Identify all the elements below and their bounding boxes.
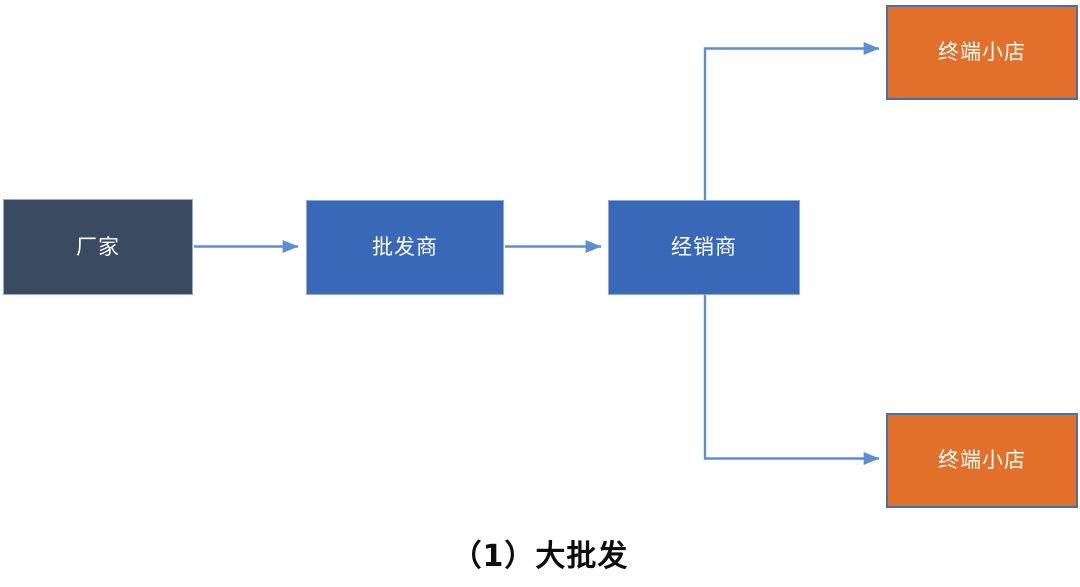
node-retail-shop-bottom-label: 终端小店 [938, 448, 1026, 472]
node-wholesaler-label: 批发商 [372, 235, 438, 259]
node-manufacturer-label: 厂家 [76, 234, 120, 259]
node-distributor-label: 经销商 [671, 235, 737, 259]
node-wholesaler[interactable]: 批发商 [306, 200, 504, 295]
node-manufacturer[interactable]: 厂家 [3, 199, 193, 295]
node-distributor[interactable]: 经销商 [608, 200, 800, 295]
node-retail-shop-bottom[interactable]: 终端小店 [886, 413, 1078, 508]
edge-distributor-to-shop-bottom [703, 295, 880, 465]
node-retail-shop-top-label: 终端小店 [938, 40, 1026, 64]
node-retail-shop-top[interactable]: 终端小店 [886, 5, 1078, 100]
edge-distributor-to-shop-top [703, 42, 880, 200]
diagram-caption: （1）大批发 [451, 539, 629, 574]
